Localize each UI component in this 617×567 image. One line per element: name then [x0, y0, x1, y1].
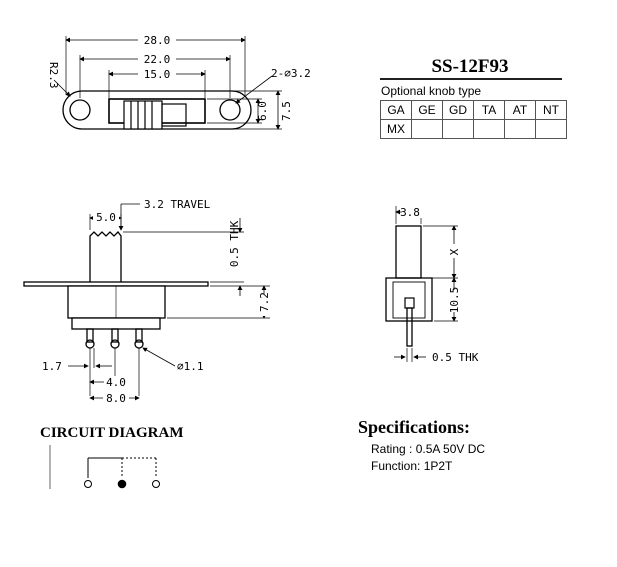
terminal-open-right	[152, 480, 160, 488]
dim-hole-pitch: 22.0	[144, 53, 171, 66]
dim-hole-callout: 2-∅3.2	[271, 67, 311, 80]
end-contact	[404, 297, 415, 309]
dim-end-knob-height: X	[448, 248, 461, 255]
dim-end-pin-thickness: 0.5 THK	[432, 351, 479, 364]
knob-cell: GD	[442, 100, 474, 120]
pin-end-middle	[110, 339, 120, 349]
knob-cell: NT	[535, 100, 567, 120]
dim-pin-diameter: ∅1.1	[177, 360, 204, 373]
dim-pin-pitch: 4.0	[106, 376, 126, 389]
knob-row-1: GA GE GD TA AT NT	[380, 100, 567, 120]
side-view	[23, 203, 270, 401]
terminal-open-left	[84, 480, 92, 488]
dim-knob-width: 5.0	[96, 211, 116, 224]
side-base	[71, 317, 161, 330]
specs-title: Specifications:	[358, 417, 470, 437]
side-body	[67, 285, 166, 319]
end-body-outer	[385, 277, 433, 322]
dim-end-body-height: 10.5	[448, 287, 461, 314]
end-view	[385, 206, 458, 362]
dim-overall-width: 28.0	[144, 34, 171, 47]
top-view-flange-outline	[62, 90, 252, 130]
knob-type-table: GA GE GD TA AT NT MX	[380, 100, 567, 139]
dim-pin-offset: 1.7	[42, 360, 62, 373]
dim-end-radius: R2.3	[47, 62, 60, 89]
knob-cell: GE	[411, 100, 443, 120]
end-pin	[406, 307, 413, 347]
knob-cell	[442, 119, 474, 139]
terminal-common	[117, 479, 127, 489]
left-mount-hole	[69, 99, 91, 121]
solder-pin-left	[86, 328, 94, 343]
dim-flange-height: 7.5	[280, 101, 293, 121]
spec-rating: Rating : 0.5A 50V DC	[371, 442, 485, 456]
dim-pin-span: 8.0	[106, 392, 126, 405]
knob-cell: GA	[380, 100, 412, 120]
knob-cell: MX	[380, 119, 412, 139]
dim-body-width: 15.0	[144, 68, 171, 81]
dim-end-knob-width: 3.8	[400, 206, 420, 219]
knob-cell	[535, 119, 567, 139]
pin-end-right	[134, 339, 144, 349]
end-body-inner	[392, 281, 426, 319]
solder-pin-middle	[111, 328, 119, 343]
dim-travel: 3.2 TRAVEL	[144, 198, 211, 211]
slide-knob	[123, 100, 187, 130]
circuit-schematic	[49, 445, 160, 489]
knob-cell	[411, 119, 443, 139]
knob-cell: TA	[473, 100, 505, 120]
knob-row-2: MX	[380, 119, 567, 139]
solder-pin-right	[135, 328, 143, 343]
spec-function: Function: 1P2T	[371, 459, 453, 473]
end-knob	[395, 225, 422, 279]
knob-type-caption: Optional knob type	[381, 84, 481, 98]
side-knob	[89, 231, 122, 282]
circuit-diagram-title: CIRCUIT DIAGRAM	[40, 425, 183, 441]
dim-body-height: 6.0	[256, 101, 269, 121]
model-number: SS-12F93	[431, 56, 508, 77]
top-view	[53, 36, 282, 130]
pin-end-left	[85, 339, 95, 349]
right-mount-hole	[219, 99, 241, 121]
knob-cell: AT	[504, 100, 536, 120]
dim-side-body-height: 7.2	[258, 292, 271, 312]
knob-cell	[504, 119, 536, 139]
dim-plate-thickness: 0.5 THK	[228, 220, 241, 267]
knob-cell	[473, 119, 505, 139]
